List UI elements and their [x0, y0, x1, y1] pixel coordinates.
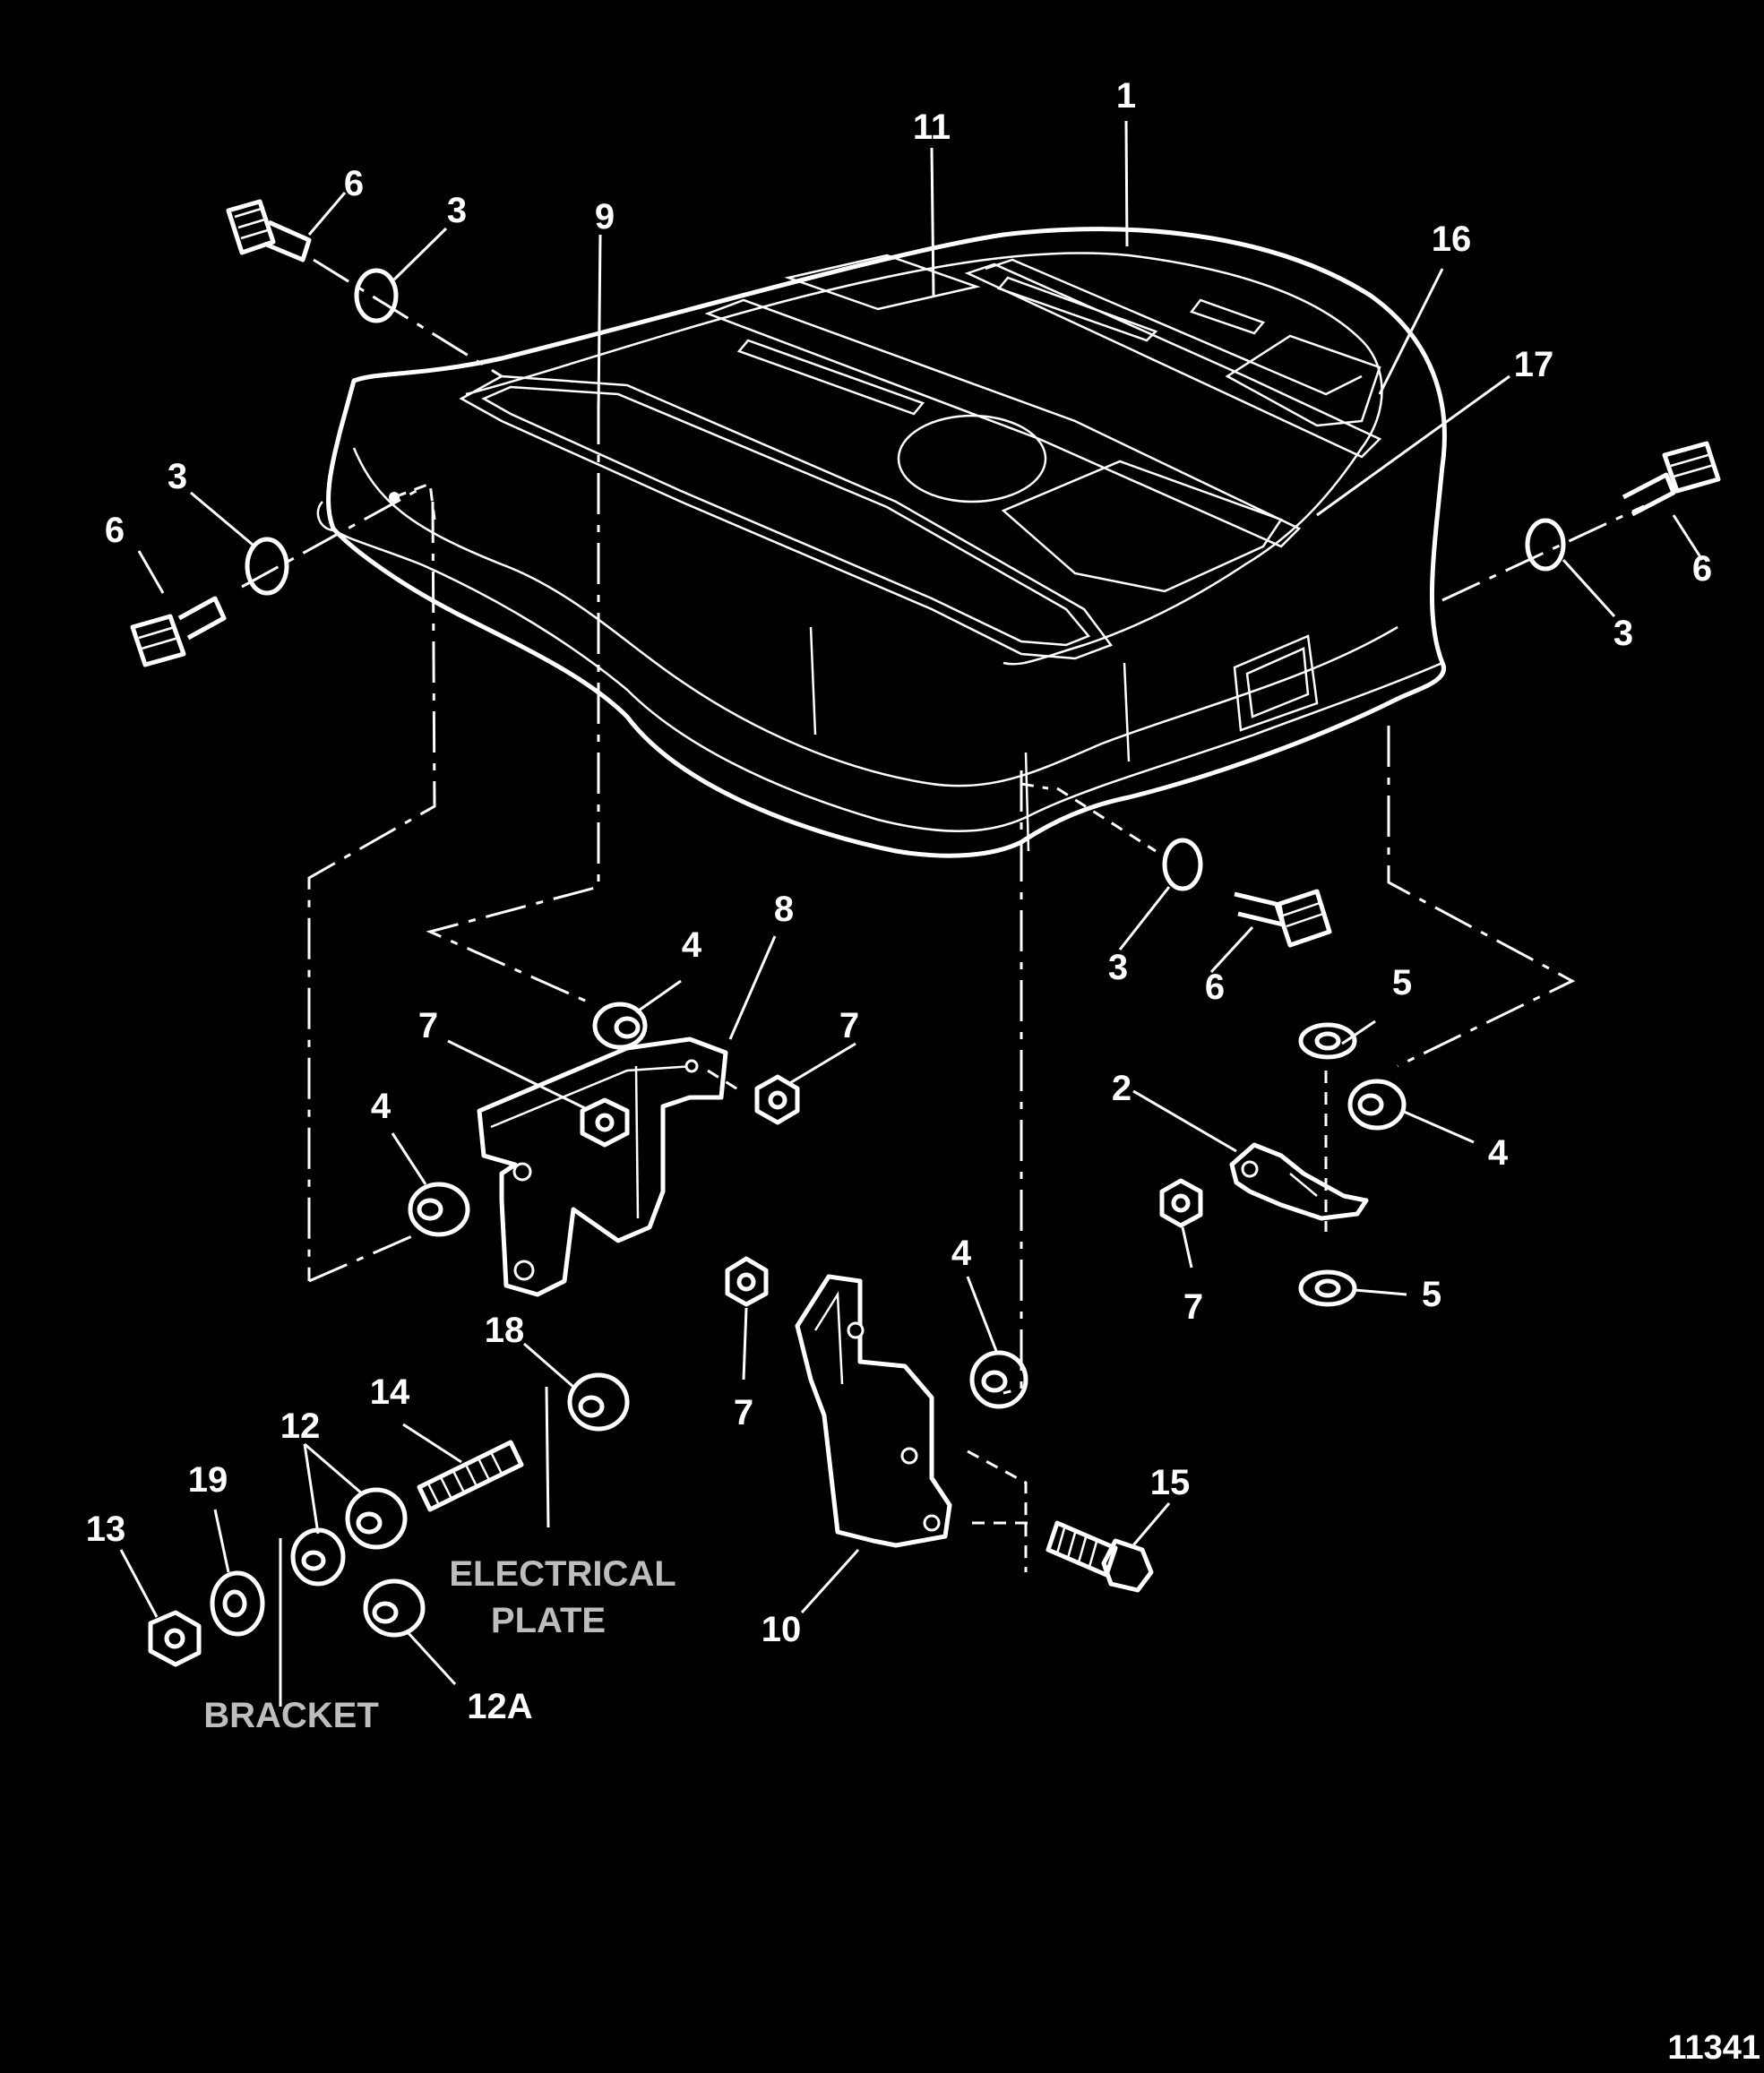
- callout-13: 13: [86, 1510, 126, 1549]
- assembly-lines: [241, 258, 1645, 1572]
- callout-7-left: 7: [418, 1006, 438, 1045]
- bolt-15: [1045, 1520, 1154, 1593]
- washer-5-top: [1298, 1022, 1357, 1060]
- washer-5-bottom: [1298, 1269, 1357, 1307]
- callout-4-bottom: 4: [951, 1234, 972, 1273]
- washer-3-right: [1525, 518, 1566, 572]
- bushing-12-upper: [345, 1487, 408, 1550]
- callout-1: 1: [1116, 76, 1136, 116]
- stud-14: [417, 1440, 524, 1512]
- callout-6-right: 6: [1692, 549, 1712, 589]
- callout-6-left: 6: [105, 511, 125, 550]
- washer-19: [210, 1570, 265, 1637]
- washer-3-left: [245, 537, 289, 596]
- bracket-8: [477, 1036, 728, 1297]
- callout-4-top: 4: [682, 925, 702, 965]
- callout-3-front: 3: [1108, 948, 1128, 987]
- callout-6-front: 6: [1205, 968, 1225, 1007]
- callout-6-top-left: 6: [344, 164, 364, 203]
- word-labels: ELECTRICAL PLATE BRACKET: [203, 1554, 675, 1735]
- callout-10: 10: [762, 1610, 802, 1649]
- label-plate: PLATE: [491, 1601, 606, 1640]
- screw-6-left: [130, 596, 227, 667]
- callout-15: 15: [1150, 1463, 1191, 1502]
- bushing-12a: [363, 1578, 426, 1638]
- engine-cover: [316, 227, 1447, 858]
- callout-5-bottom: 5: [1422, 1275, 1441, 1314]
- screw-6-top-left: [226, 199, 312, 262]
- washer-3-top-left: [354, 268, 399, 323]
- spacer-18: [567, 1372, 630, 1432]
- screw-6-right: [1622, 441, 1721, 517]
- callout-5-top: 5: [1392, 963, 1412, 1002]
- callout-14: 14: [370, 1372, 410, 1412]
- callout-12a: 12A: [467, 1687, 532, 1726]
- callout-3-right: 3: [1613, 614, 1633, 653]
- callouts: 1 11 16 17 9 6 3 3 6 6 3 3 6 4 8 7 7 4 5…: [86, 76, 1712, 1726]
- hardware: [130, 199, 1721, 1667]
- nut-7-b: [754, 1074, 800, 1125]
- callout-16: 16: [1432, 219, 1472, 259]
- spacer-4-right: [1347, 1079, 1407, 1131]
- label-electrical: ELECTRICAL: [449, 1554, 675, 1594]
- bushing-12-lower: [290, 1527, 346, 1587]
- callout-3-left: 3: [168, 457, 187, 496]
- spacer-4-top: [592, 1002, 648, 1050]
- callout-7-right: 7: [1183, 1287, 1203, 1327]
- screw-6-front: [1234, 889, 1332, 948]
- label-bracket: BRACKET: [203, 1696, 379, 1735]
- nut-7-d: [725, 1256, 769, 1307]
- callout-4-left: 4: [371, 1087, 392, 1126]
- nut-7-c: [1159, 1178, 1203, 1228]
- washer-3-front: [1162, 838, 1203, 891]
- callout-9: 9: [595, 197, 615, 237]
- nut-7-a: [580, 1097, 630, 1148]
- nut-13: [148, 1610, 202, 1667]
- callout-12: 12: [280, 1406, 321, 1446]
- callout-2: 2: [1112, 1069, 1132, 1108]
- callout-7-bottom: 7: [734, 1393, 753, 1432]
- bracket-10: [795, 1274, 952, 1548]
- callout-17: 17: [1514, 345, 1554, 384]
- callout-3-top-left: 3: [447, 191, 467, 230]
- leader-lines: [119, 120, 1704, 1707]
- callout-19: 19: [188, 1460, 228, 1500]
- figure-number: 11341: [1667, 2029, 1760, 2067]
- callout-4-right: 4: [1488, 1133, 1509, 1173]
- callout-11: 11: [913, 108, 951, 147]
- spacer-4-left: [408, 1182, 470, 1237]
- callout-18: 18: [485, 1311, 525, 1350]
- bracket-2: [1229, 1142, 1369, 1221]
- callout-8: 8: [774, 890, 794, 929]
- spacer-4-bottom: [969, 1350, 1028, 1409]
- callout-7-mid: 7: [839, 1006, 859, 1045]
